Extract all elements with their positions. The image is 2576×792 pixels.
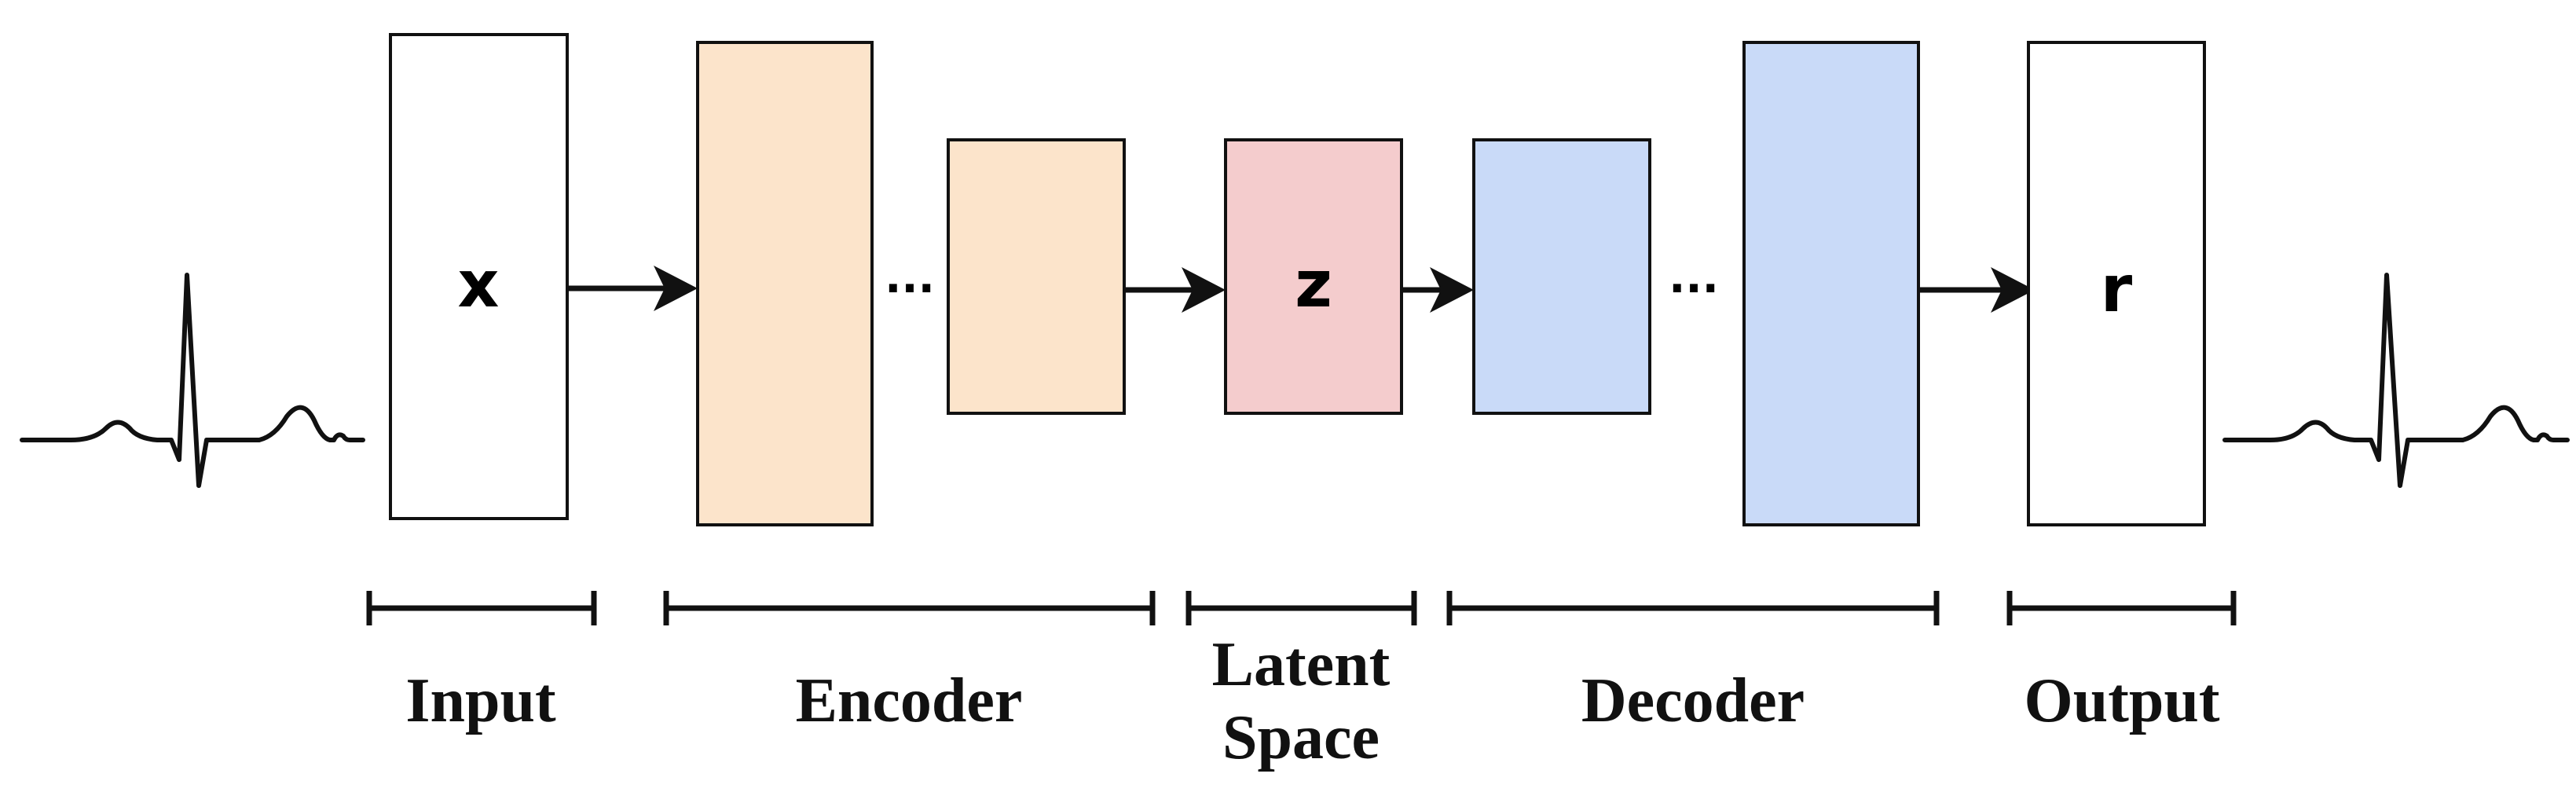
arrowhead-latent-to-decoder: [1430, 267, 1474, 313]
output-layer-box: [2027, 41, 2206, 526]
latent-space-box: [1224, 138, 1403, 415]
bracket-input: [366, 591, 597, 625]
bracket-encoder: [663, 591, 1156, 625]
arrowhead-decoder-to-output: [1991, 267, 2035, 313]
input-ecg-waveform: [20, 273, 365, 488]
section-label-input: Input: [405, 666, 556, 735]
section-label-output: Output: [2025, 666, 2220, 735]
encoder-layer-box-1: [696, 41, 874, 526]
decoder-layer-box-1: [1472, 138, 1651, 415]
section-label-encoder: Encoder: [796, 666, 1023, 735]
encoder-layer-box-2: [947, 138, 1126, 415]
decoder-layer-box-2: [1742, 41, 1920, 526]
input-box-label: x: [458, 248, 500, 322]
latent-box-label: z: [1295, 248, 1332, 322]
output-box-label: r: [2101, 252, 2133, 327]
bracket-decoder: [1446, 591, 1940, 625]
bracket-output: [2006, 591, 2237, 625]
arrowhead-input-to-encoder: [654, 266, 698, 311]
encoder-ellipsis: ...: [885, 252, 935, 303]
section-label-latent-line2: Space: [1222, 703, 1380, 772]
decoder-ellipsis: ...: [1669, 252, 1719, 303]
bracket-latent: [1185, 591, 1417, 625]
output-ecg-waveform: [2222, 273, 2570, 488]
input-layer-box: [389, 33, 569, 520]
section-label-latent-line1: Latent: [1212, 630, 1391, 699]
arrowhead-encoder-to-latent: [1182, 267, 1226, 313]
section-label-decoder: Decoder: [1581, 666, 1805, 735]
